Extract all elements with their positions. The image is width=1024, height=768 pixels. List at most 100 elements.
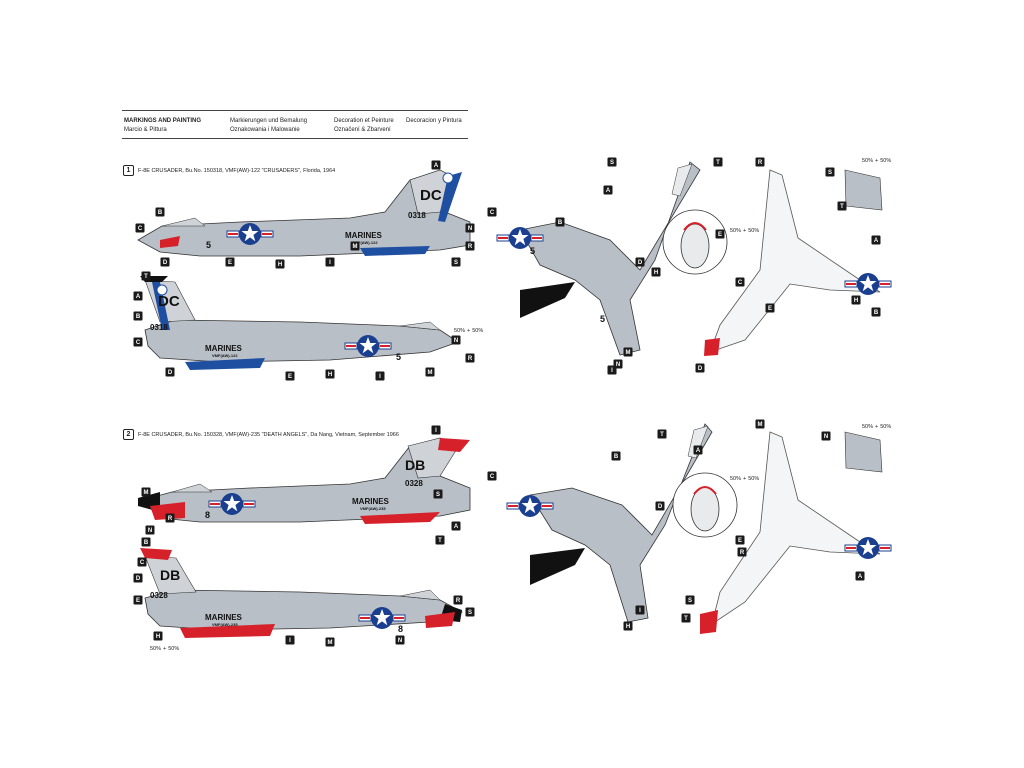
profile-1-number: 1 xyxy=(123,165,134,176)
paint-code-letter: H xyxy=(278,262,282,268)
unit-subtext: VMF(AW)-235 xyxy=(212,622,238,627)
squadron-badge xyxy=(442,172,454,184)
paint-code-letter: I xyxy=(435,428,437,434)
paint-code-letter: C xyxy=(140,560,145,566)
paint-code-letter: T xyxy=(840,204,844,210)
tail-modex: DB xyxy=(160,567,180,583)
paint-code-letter: R xyxy=(168,516,173,522)
paint-code-box xyxy=(465,223,475,233)
paint-code-box xyxy=(735,535,745,545)
paint-code-letter: C xyxy=(490,210,495,216)
paint-code-letter: S xyxy=(828,170,832,176)
paint-code-box xyxy=(325,257,335,267)
profile-2-caption-text: F-8E CRUSADER, Bu.No. 150328, VMF(AW)-23… xyxy=(138,431,399,438)
mix-note-1: 50%+50% xyxy=(454,328,483,334)
paint-code-letter: T xyxy=(684,616,688,622)
paint-code-box xyxy=(607,157,617,167)
paint-code-box xyxy=(611,451,621,461)
paint-code-letter: C xyxy=(138,226,143,232)
profile-2-bottom-view xyxy=(700,431,892,634)
paint-code-letter: D xyxy=(638,260,643,266)
paint-code-letter: D xyxy=(163,260,168,266)
canopy xyxy=(399,321,441,331)
paint-code-letter: B xyxy=(614,454,619,460)
paint-code-box xyxy=(451,335,461,345)
paint-code-letter: R xyxy=(468,244,473,250)
profile-1-side-right: DC 0318 5 MARINES VMF(AW)-122 xyxy=(140,276,459,370)
paint-code-letter: M xyxy=(428,370,433,376)
paint-code-letter: A xyxy=(606,188,611,194)
airframe-top xyxy=(519,161,701,356)
paint-code-box xyxy=(285,635,295,645)
canopy xyxy=(161,217,206,227)
tail-serial: 0318 xyxy=(408,211,426,220)
paint-code-box xyxy=(465,241,475,251)
header-title-cz: Označení & Zbarvení xyxy=(334,127,391,133)
paint-code-letter: M xyxy=(758,422,763,428)
profile-2-side-right: DB 0328 8 MARINES VMF(AW)-235 xyxy=(140,548,464,638)
paint-code-box xyxy=(713,157,723,167)
paint-code-box xyxy=(871,307,881,317)
header-col-1: MARKINGS AND PAINTING Marcio & Pittura xyxy=(124,117,201,135)
top-side-number: 5 xyxy=(600,314,605,324)
paint-code-box xyxy=(160,257,170,267)
paint-code-letter: A xyxy=(434,163,439,169)
paint-code-letter: H xyxy=(626,624,630,630)
profile-2-top-view xyxy=(506,423,738,623)
paint-code-box xyxy=(737,547,747,557)
paint-code-box xyxy=(623,621,633,631)
paint-code-letter: N xyxy=(398,638,402,644)
paint-code-letter: N xyxy=(148,528,152,534)
intake-lip xyxy=(160,236,180,248)
header-col-4: Decoracion y Pintura xyxy=(406,117,462,126)
paint-code-letter: R xyxy=(758,160,763,166)
paint-code-box xyxy=(695,363,705,373)
paint-code-box xyxy=(651,267,661,277)
tail-serial: 0328 xyxy=(405,479,423,488)
paint-code-letter: M xyxy=(328,640,333,646)
mix-note-2: 50%+50% xyxy=(730,228,759,234)
header-title-es: Decoracion y Pintura xyxy=(406,118,462,124)
stabilizer xyxy=(844,169,883,211)
paint-code-letter: I xyxy=(329,260,331,266)
mix-note-5: 50%+50% xyxy=(862,424,891,430)
paint-code-letter: C xyxy=(738,280,743,286)
tail-serial: 0318 xyxy=(150,323,168,332)
profile-2-side-left: DB 0328 8 MARINES VMF(AW)-235 xyxy=(138,437,471,524)
paint-code-letter: E xyxy=(768,306,772,312)
paint-code-box xyxy=(851,295,861,305)
paint-code-letter: N xyxy=(616,362,620,368)
tail-modex: DC xyxy=(420,187,442,204)
fuselage-stripe xyxy=(360,246,430,256)
paint-code-box xyxy=(375,371,385,381)
paint-code-box xyxy=(425,367,435,377)
paint-code-letter: T xyxy=(716,160,720,166)
paint-code-box xyxy=(433,489,443,499)
paint-code-box xyxy=(275,259,285,269)
markings-header: MARKINGS AND PAINTING Marcio & Pittura M… xyxy=(122,110,468,139)
header-title-de: Markierungen und Bemalung xyxy=(230,118,308,124)
profile-1-caption-text: F-8E CRUSADER, Bu.No. 150318, VMF(AW)-12… xyxy=(138,167,336,174)
paint-code-box xyxy=(837,201,847,211)
paint-code-letter: R xyxy=(740,550,745,556)
airframe-bottom xyxy=(711,431,881,625)
paint-code-letter: B xyxy=(558,220,563,226)
paint-code-letter: B xyxy=(144,540,149,546)
paint-code-box xyxy=(821,431,831,441)
paint-code-box xyxy=(141,487,151,497)
paint-code-letter: S xyxy=(468,610,472,616)
paint-code-letter: H xyxy=(156,634,160,640)
paint-code-box xyxy=(145,525,155,535)
paint-code-letter: I xyxy=(379,374,381,380)
tail-modex: DB xyxy=(405,457,425,473)
top-side-number-2: 5 xyxy=(530,246,535,256)
side-number: 5 xyxy=(396,352,401,362)
paint-code-letter: M xyxy=(144,490,149,496)
paint-code-box xyxy=(765,303,775,313)
fuselage-stripe xyxy=(185,358,265,370)
paint-code-box xyxy=(657,429,667,439)
paint-code-letter: T xyxy=(438,538,442,544)
paint-code-letter: R xyxy=(468,356,473,362)
paint-code-letter: A xyxy=(874,238,879,244)
